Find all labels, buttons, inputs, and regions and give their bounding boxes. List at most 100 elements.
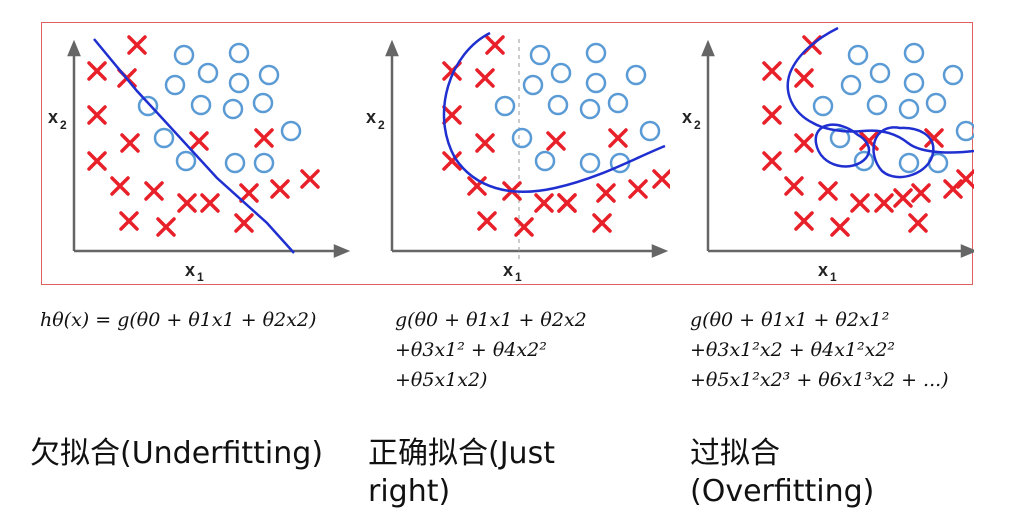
circle-marker [853,150,875,172]
cross-marker [200,193,220,213]
x-axis-label: x [185,260,195,280]
circle-marker [550,62,572,84]
x-axis-subscript: 1 [197,270,204,284]
formula-line: +θ3x1²x2 + θ4x1²x2² [690,339,896,361]
cross-marker [120,133,140,153]
circle-markers [494,42,661,174]
cross-marker [127,35,147,55]
formula-line: +θ5x1x2) [395,369,488,391]
circle-marker [866,94,888,116]
circle-marker [903,42,925,64]
cross-marker [534,193,554,213]
circle-marker [955,120,974,142]
panel-underfitting: x 2 x 1 [42,23,352,286]
circle-marker [511,127,533,149]
circle-marker [925,92,947,114]
x-axis-arrow [960,244,974,258]
circle-marker [228,72,250,94]
circle-marker [898,98,920,120]
cross-marker [762,151,782,171]
circle-marker [840,74,862,96]
y-axis-arrow [701,39,715,57]
circle-marker [522,74,544,96]
circle-marker [534,150,556,172]
cross-markers [87,35,320,237]
cross-marker [254,128,274,148]
cross-marker [177,193,197,213]
cross-marker [467,176,487,196]
cross-marker [546,131,566,151]
circle-marker [175,150,197,172]
x-axis-label: x [818,260,828,280]
x-axis-subscript: 1 [830,270,837,284]
circle-marker [252,92,274,114]
circle-marker [258,64,280,86]
cross-marker [270,179,290,199]
y-axis-subscript: 2 [60,118,67,132]
formula-overfitting: g(θ0 + θ1x1 + θ2x1² +θ3x1²x2 + θ4x1²x2² … [690,305,949,395]
formula-underfitting: hθ(x) = g(θ0 + θ1x1 + θ2x2) [40,305,316,335]
axes [385,39,669,258]
formula-just-right: g(θ0 + θ1x1 + θ2x2 +θ3x1² + θ4x2² +θ5x1x… [395,305,587,395]
formula-line: g(θ0 + θ1x1 + θ2x1² [690,309,890,331]
formula-line: +θ5x1²x2³ + θ6x1³x2 + ...) [690,369,949,391]
cross-marker [300,169,320,189]
formula-line: hθ(x) = g(θ0 + θ1x1 + θ2x2) [40,309,317,331]
x-axis-label: x [503,260,513,280]
circle-marker [190,94,212,116]
cross-marker [850,193,870,213]
circle-marker [579,98,601,120]
cross-marker [608,128,628,148]
caption-overfitting: 过拟合(Overfitting) [690,436,875,509]
panel-overfitting: x 2 x 1 [668,23,974,286]
cross-marker [156,217,176,237]
cross-marker [596,183,616,203]
y-axis-label: x [366,107,376,127]
cross-marker [818,181,838,201]
overfitting-plot: x 2 x 1 [682,26,974,284]
y-axis-label: x [48,107,58,127]
circle-marker [222,98,244,120]
cross-marker [442,105,462,125]
circle-marker [812,95,834,117]
decision-boundary [93,38,295,254]
cross-marker [144,181,164,201]
x-axis-arrow [651,244,669,258]
cross-marker [893,188,913,208]
cross-marker [762,105,782,125]
cross-marker [557,193,577,213]
overfit-loop-left [814,123,871,168]
circle-marker [869,62,891,84]
cross-marker [794,133,814,153]
cross-marker [485,35,505,55]
circle-markers [137,42,302,174]
circle-marker [164,74,186,96]
cross-marker [189,131,209,151]
circle-marker [942,64,964,86]
cross-marker [592,213,612,233]
cross-marker [87,61,107,81]
decision-boundary [442,31,666,193]
circle-marker [579,152,601,174]
circle-marker [625,64,647,86]
cross-marker [475,133,495,153]
figure-frame: x 2 x 1 x 2 x 1 [41,22,974,286]
circle-marker [585,72,607,94]
circle-marker [529,44,551,66]
cross-marker [628,179,648,199]
circle-marker [585,42,607,64]
cross-marker [830,217,850,237]
y-axis-arrow [67,39,81,57]
circle-marker [639,120,661,142]
circle-marker [607,92,629,114]
cross-marker [874,193,894,213]
y-axis-arrow [385,39,399,57]
underfitting-plot: x 2 x 1 [48,35,351,284]
y-axis-subscript: 2 [378,118,385,132]
cross-marker [239,183,259,203]
circle-marker [280,120,302,142]
cross-marker [119,211,139,231]
cross-marker [110,176,130,196]
cross-marker [908,213,928,233]
decision-boundary [786,26,974,154]
